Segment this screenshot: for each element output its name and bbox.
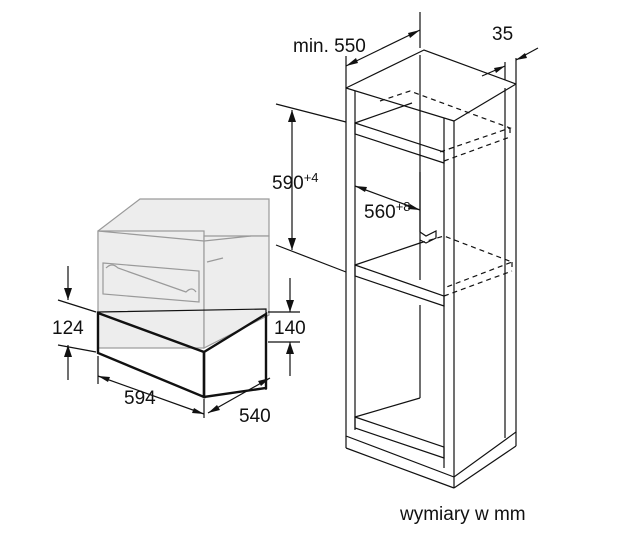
niche-w-arrow-right (408, 204, 420, 210)
label-niche-height-value: 590 (272, 173, 304, 194)
label-drawer-front-height: 124 (52, 318, 84, 339)
label-niche-width: 560+8 (364, 199, 411, 223)
niche-h-arrow-top (288, 110, 296, 122)
upper-shelf-back (354, 102, 413, 124)
label-niche-height-tol: +4 (304, 170, 319, 185)
drawer-w-arrow-left (98, 376, 110, 382)
label-drawer-body-height: 140 (274, 318, 306, 339)
body-h-arrow-bottom (286, 342, 294, 354)
oven-door (102, 262, 200, 303)
label-niche-width-tol: +8 (396, 199, 411, 214)
plinth-bottom (345, 447, 455, 489)
oven-appliance (97, 198, 270, 349)
niche-h-ext-top (275, 103, 347, 123)
label-niche-height: 590+4 (272, 170, 319, 194)
depth-arrow-left (494, 66, 505, 73)
upper-niche-hidden (379, 90, 512, 153)
vent-notch (419, 230, 437, 244)
niche-w-dim-line (354, 185, 421, 211)
body-h-arrow-top (286, 300, 294, 312)
bottom-shelf (354, 416, 445, 459)
lower-niche-hidden (419, 235, 514, 289)
oven-handle (105, 264, 197, 293)
niche-w-arrow-left (355, 186, 367, 192)
depth-arrow-right (516, 53, 527, 60)
upper-niche-hidden-bottom (443, 136, 511, 162)
niche-h-arrow-bottom (288, 238, 296, 250)
oven-panel-edge (203, 235, 252, 242)
oven-front-top-edge (97, 230, 205, 242)
drawer-d-arrow-left (208, 405, 220, 413)
label-cabinet-width: min. 550 (293, 36, 366, 57)
tall-cabinet (345, 49, 517, 489)
bottom-shelf-back (354, 397, 421, 418)
front-h-ext-bottom (57, 344, 97, 353)
units-note: wymiary w mm (399, 504, 526, 525)
drawer-w-arrow-right (192, 408, 204, 414)
lower-shelf (354, 264, 445, 307)
front-h-arrow-top (64, 288, 72, 300)
label-drawer-width: 594 (124, 388, 156, 409)
cabinet-top-front-edge (345, 87, 455, 122)
width-arrow-left (346, 58, 358, 66)
label-niche-width-value: 560 (364, 202, 396, 223)
cabinet-top-side-edge (453, 83, 517, 122)
front-h-arrow-bottom (64, 345, 72, 357)
drawer-d-arrow-right (258, 378, 270, 386)
front-h-ext-top (57, 299, 97, 313)
drawer-d-dim-line (207, 377, 271, 414)
dimension-lines (57, 12, 539, 418)
width-arrow-right (408, 30, 420, 38)
dimension-labels: min. 550 35 590+4 560+8 124 140 594 540 … (52, 24, 526, 525)
niche-h-ext-bottom (275, 244, 347, 273)
upper-shelf (354, 122, 445, 164)
oven-front (97, 230, 205, 349)
label-cabinet-depth: 35 (492, 24, 513, 45)
drawer-w-dim-line (97, 375, 205, 415)
label-drawer-depth: 540 (239, 406, 271, 427)
width-dim-line (345, 29, 421, 67)
lower-shelf-back (354, 242, 421, 266)
oven-side-notch (206, 257, 224, 263)
plinth-side (453, 445, 517, 489)
lower-niche-hidden-bottom (443, 270, 513, 297)
